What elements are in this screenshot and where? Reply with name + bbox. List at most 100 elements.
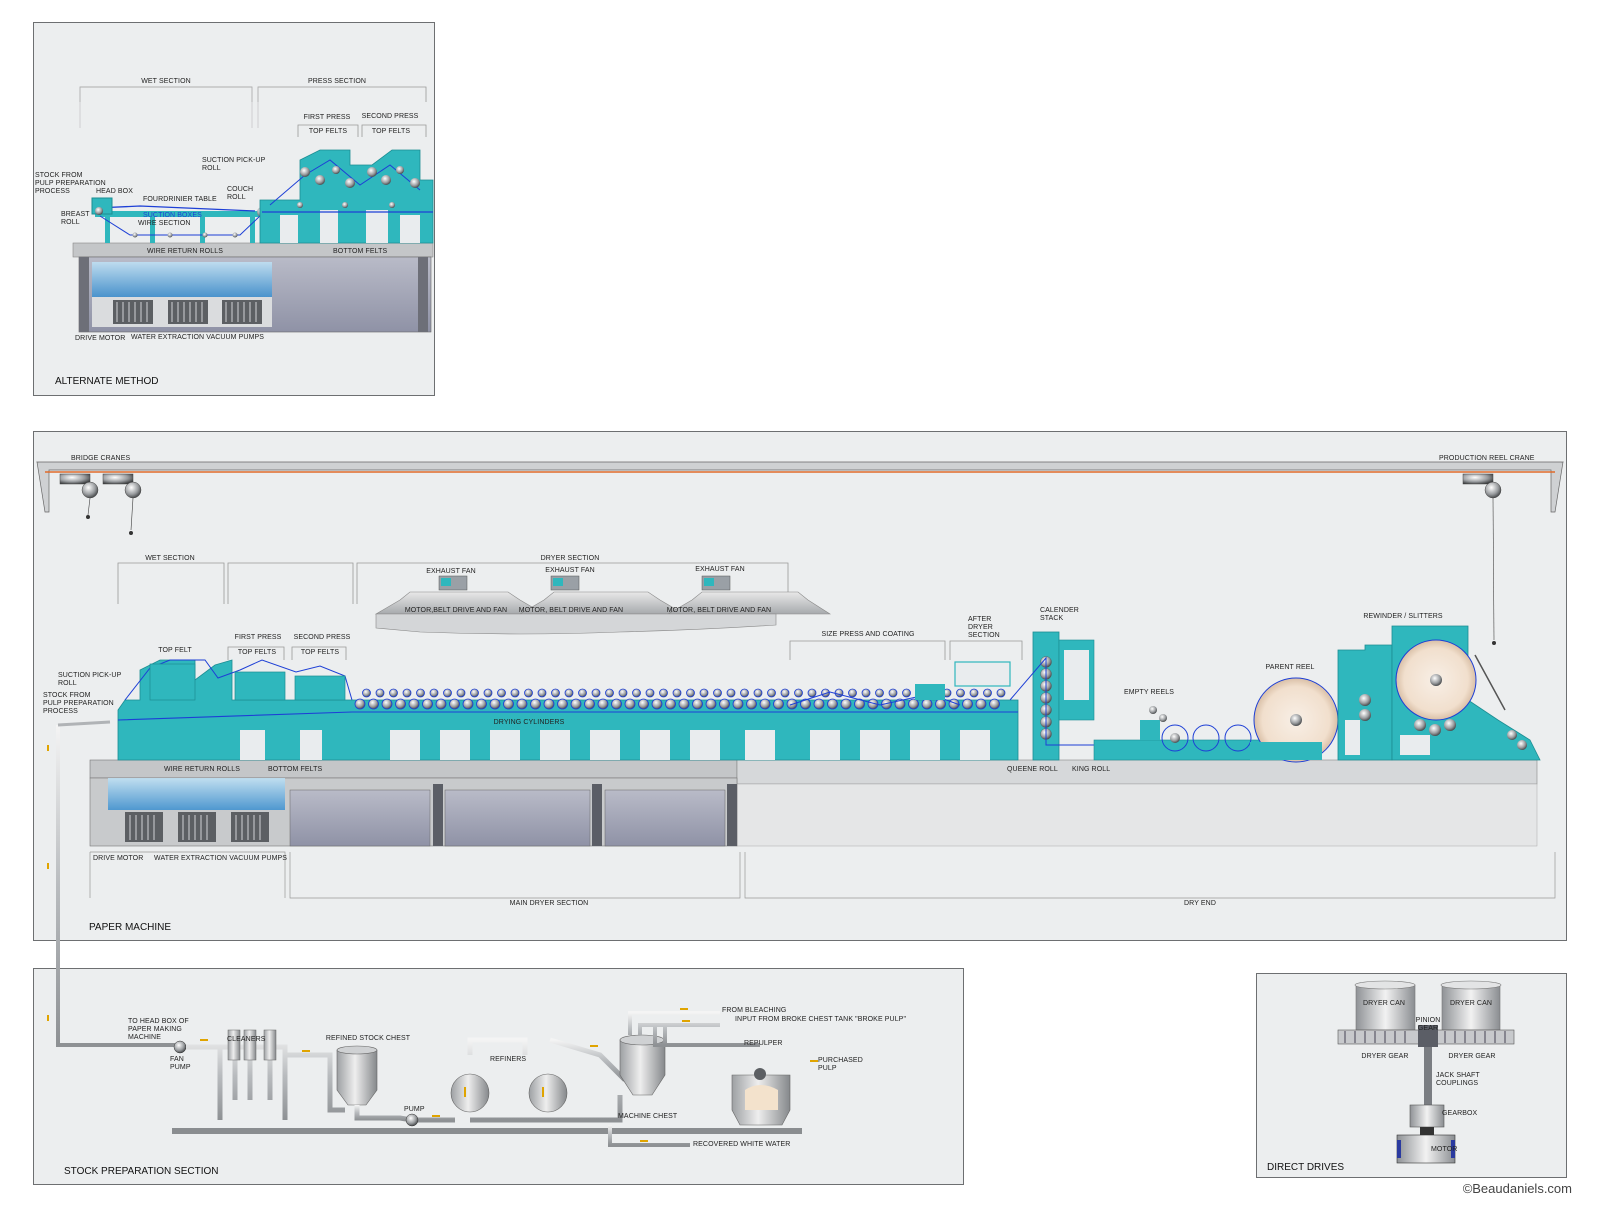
top-dryer-cylinder-icon [726,688,736,698]
dryer-cylinder-icon [800,698,811,710]
dryer-cylinder-icon [584,698,595,710]
top-dryer-cylinder-icon [686,688,695,698]
dryer-cylinder-icon [732,698,744,710]
alt-second-press-label: SECOND PRESS [361,113,419,120]
pm-second-press-label: SECOND PRESS [293,634,351,641]
top-dryer-cylinder-icon [740,688,749,698]
top-dryer-cylinder-icon [969,688,979,698]
top-dryer-cylinder-icon [483,688,493,698]
sp-pump-label: PUMP [404,1106,425,1113]
alt-fourdrinier-label: FOURDRINIER TABLE [143,196,217,203]
top-dryer-cylinder-icon [996,688,1006,698]
sp-recovered-water-label: RECOVERED WHITE WATER [693,1141,791,1148]
alt-couch-roll-label: COUCH ROLL [227,186,254,201]
dryer-cylinder-icon [746,698,757,710]
top-dryer-cylinder-icon [713,688,722,698]
alt-first-press-label: FIRST PRESS [303,114,351,121]
dryer-cylinder-icon [449,698,460,710]
top-dryer-cylinder-icon [672,688,682,698]
dd-gearbox-label: GEARBOX [1442,1110,1478,1117]
pm-wire-return-label: WIRE RETURN ROLLS [164,766,240,773]
sp-refined-chest-label: REFINED STOCK CHEST [325,1035,411,1042]
alt-suction-pickup-label: SUCTION PICK-UP ROLL [202,157,266,172]
top-dryer-cylinder-icon [794,688,803,698]
dryer-cylinder-icon [638,698,649,710]
dryer-cylinder-icon [597,698,609,710]
top-dryer-cylinder-icon [537,688,547,698]
top-dryer-cylinder-icon [888,688,898,698]
pm-size-press-label: SIZE PRESS AND COATING [821,631,915,638]
pm-suction-pickup-label: SUCTION PICK-UP ROLL [58,672,122,687]
alt-suction-boxes-label: SUCTION BOXES [143,212,202,219]
pm-queene-roll-label: QUEENE ROLL [1007,766,1058,773]
top-dryer-cylinder-icon [699,688,709,698]
dryer-cylinder-icon [476,698,487,710]
dryer-cylinder-icon [543,698,555,710]
dryer-cylinder-icon [719,698,730,710]
alt-press-section-label: PRESS SECTION [307,78,367,85]
top-dryer-cylinder-icon [807,688,817,698]
top-dryer-cylinder-icon [834,688,844,698]
dd-dryer-gear-2-label: DRYER GEAR [1448,1053,1496,1060]
alt-wire-section-label: WIRE SECTION [138,220,191,227]
top-dryer-cylinder-icon [510,688,520,698]
top-dryer-cylinder-icon [591,688,601,698]
dryer-cylinder-icon [381,698,393,710]
dryer-cylinder-icon [975,698,987,710]
pm-stock-from-label: STOCK FROM PULP PREPARATION PROCESS [43,692,114,715]
dd-dryer-can-1-label: DRYER CAN [1362,1000,1406,1007]
dryer-cylinder-icon [462,698,474,710]
top-dryer-cylinder-icon [753,688,763,698]
pm-top-felts-1-label: TOP FELTS [237,649,277,656]
alternate-method-title: ALTERNATE METHOD [55,376,159,387]
pm-dry-end-label: DRY END [1184,900,1216,907]
dryer-cylinder-icon [611,698,622,710]
dryer-cylinder-icon [759,698,771,710]
dd-dryer-can-2-label: DRYER CAN [1449,1000,1493,1007]
pm-motor-1-label: MOTOR,BELT DRIVE AND FAN [404,607,508,614]
sp-from-bleaching-label: FROM BLEACHING [722,1007,787,1014]
dryer-cylinder-icon [435,698,447,710]
pm-dryer-section-label: DRYER SECTION [540,555,600,562]
dryer-cylinder-icon [570,698,582,710]
dryer-cylinder-icon [408,698,420,710]
direct-drives-title: DIRECT DRIVES [1267,1162,1345,1173]
top-dryer-cylinder-icon [551,688,560,698]
sp-refiners-label: REFINERS [490,1056,527,1063]
top-dryer-cylinder-icon [456,688,466,698]
copyright-text: ©Beaudaniels.com [1462,1181,1572,1196]
alt-bottom-felts-label: BOTTOM FELTS [333,248,388,255]
dryer-cylinder-icon [705,698,717,710]
pm-parent-reel-label: PARENT REEL [1265,664,1315,671]
top-dryer-cylinder-icon [780,688,790,698]
dd-jack-shaft-label: JACK SHAFT COUPLINGS [1436,1072,1480,1087]
pm-drying-cylinders-label: DRYING CYLINDERS [493,719,565,726]
pm-production-reel-crane-label: PRODUCTION REEL CRANE [1439,455,1535,462]
pm-bridge-cranes-label: BRIDGE CRANES [71,455,131,462]
pm-first-press-label: FIRST PRESS [234,634,282,641]
top-dryer-cylinder-icon [983,688,992,698]
pm-main-dryer-label: MAIN DRYER SECTION [509,900,589,907]
top-dryer-cylinder-icon [416,688,425,698]
alt-vacuum-pumps-label: WATER EXTRACTION VACUUM PUMPS [131,334,265,341]
top-dryer-cylinder-icon [861,688,871,698]
alt-stock-from-label: STOCK FROM PULP PREPARATION PROCESS [35,172,106,195]
sp-purchased-pulp-label: PURCHASED PULP [818,1057,863,1072]
alt-wet-section-label: WET SECTION [141,78,191,85]
pm-bottom-felts-label: BOTTOM FELTS [268,766,323,773]
top-dryer-cylinder-icon [470,688,479,698]
dryer-cylinder-icon [962,698,973,710]
dryer-cylinder-icon [840,698,852,710]
pm-exhaust-fan-1-label: EXHAUST FAN [426,568,476,575]
pm-empty-reels-label: EMPTY REELS [1124,689,1174,696]
dd-dryer-gear-1-label: DRYER GEAR [1361,1053,1409,1060]
top-dryer-cylinder-icon [645,688,655,698]
pm-wet-section-label: WET SECTION [145,555,195,562]
top-dryer-cylinder-icon [524,688,533,698]
top-dryer-cylinder-icon [389,688,398,698]
pm-king-roll-label: KING ROLL [1072,766,1111,773]
top-dryer-cylinder-icon [902,688,911,698]
dryer-cylinder-icon [651,698,663,710]
pm-top-felt-label: TOP FELT [158,647,192,654]
pm-drive-motor-label: DRIVE MOTOR [93,855,144,862]
